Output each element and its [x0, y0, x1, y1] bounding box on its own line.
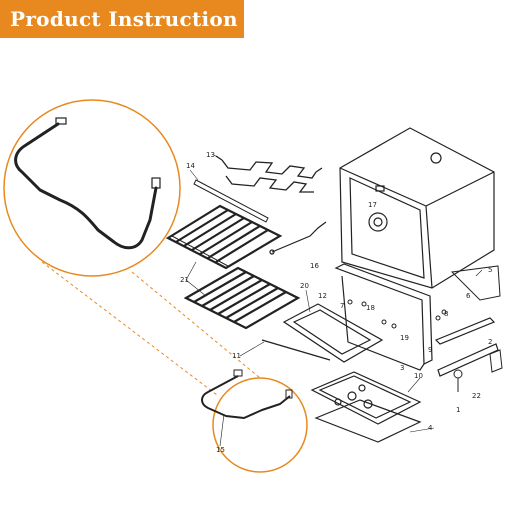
- label-18: 18: [366, 304, 375, 312]
- label-12: 12: [318, 292, 327, 300]
- broil-pan: [310, 371, 422, 425]
- part-labels: 13 14 17 16 5 21 20 12 18 7 8 6 19 9 11 …: [180, 151, 492, 454]
- bake-element-terminals: [55, 117, 161, 189]
- product-instruction-banner: Product Instruction: [0, 0, 244, 38]
- zoom-connector-lines: [41, 261, 261, 396]
- oven-front-frame: [334, 263, 433, 371]
- label-8: 8: [444, 310, 448, 318]
- label-1: 1: [456, 406, 460, 414]
- zoom-circle-upper: [3, 99, 181, 277]
- label-10: 10: [414, 372, 423, 380]
- oven-cavity: [339, 127, 495, 289]
- label-21: 21: [180, 276, 189, 284]
- label-22: 22: [472, 392, 481, 400]
- label-5: 5: [488, 266, 492, 274]
- label-16: 16: [310, 262, 319, 270]
- label-19: 19: [400, 334, 409, 342]
- leader-lines: [185, 154, 483, 447]
- label-17: 17: [368, 201, 377, 209]
- oven-rack-upper: [165, 204, 283, 270]
- oven-sensor: [269, 221, 327, 255]
- label-11: 11: [232, 352, 241, 360]
- broil-shield-bar: [193, 179, 269, 223]
- broil-pan-insert: [282, 303, 384, 363]
- broil-element: [215, 155, 323, 193]
- drawer-slide-5: [450, 265, 501, 301]
- zoom-circle-lower: [212, 377, 308, 473]
- label-13: 13: [206, 151, 215, 159]
- label-7: 7: [340, 302, 344, 310]
- bake-element-enlarged: [14, 122, 158, 250]
- label-20: 20: [300, 282, 309, 290]
- bake-element-part: [201, 369, 293, 419]
- banner-title: Product Instruction: [10, 7, 238, 31]
- rod-part-11: [261, 339, 331, 361]
- label-9: 9: [428, 346, 432, 354]
- label-2: 2: [488, 338, 492, 346]
- label-4: 4: [428, 424, 433, 432]
- label-6: 6: [466, 292, 471, 300]
- side-rails: [434, 317, 499, 377]
- label-15: 15: [216, 446, 225, 454]
- oven-rack-lower: [183, 266, 301, 330]
- label-14: 14: [186, 162, 195, 170]
- fasteners: [347, 299, 503, 392]
- drip-plate: [314, 399, 422, 443]
- label-3: 3: [400, 364, 404, 372]
